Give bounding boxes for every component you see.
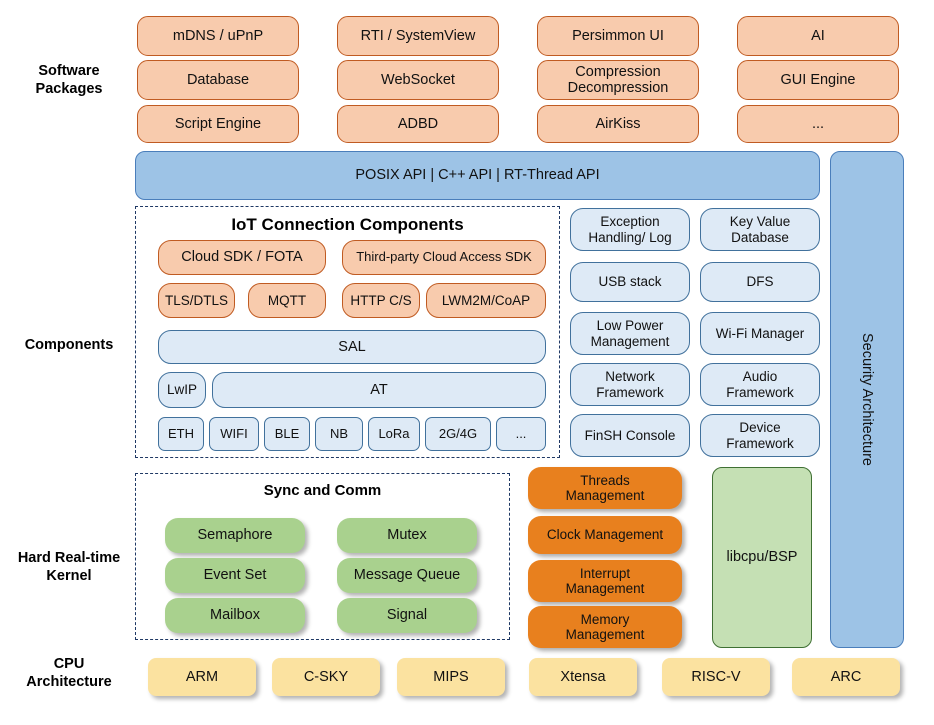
component-wifi-manager[interactable]: Wi-Fi Manager [700,312,820,355]
package-mdns-upnp[interactable]: mDNS / uPnP [137,16,299,56]
api-bar: POSIX API | C++ API | RT-Thread API [135,151,820,200]
iot-lwm2m-coap[interactable]: LWM2M/CoAP [426,283,546,318]
iot-link-eth[interactable]: ETH [158,417,204,451]
kernel-memory-line2: Management [565,627,645,642]
kernel-threads-management[interactable]: Threads Management [528,467,682,509]
cpu-arch-arc[interactable]: ARC [792,658,900,696]
kernel-interrupt-management[interactable]: Interrupt Management [528,560,682,602]
package-rti-systemview[interactable]: RTI / SystemView [337,16,499,56]
sync-and-comm-title: Sync and Comm [263,482,382,499]
iot-link-ble[interactable]: BLE [264,417,310,451]
package-compression-decompression[interactable]: Compression Decompression [537,60,699,100]
package-websocket[interactable]: WebSocket [337,60,499,100]
kernel-interrupt-line2: Management [565,581,645,596]
package-database[interactable]: Database [137,60,299,100]
security-architecture-bar: Security Architecture [830,151,904,648]
iot-tls-dtls[interactable]: TLS/DTLS [158,283,235,318]
component-lowpower-line2: Management [590,333,670,349]
sync-mutex[interactable]: Mutex [337,518,477,553]
component-usb-stack[interactable]: USB stack [570,262,690,302]
iot-link-more[interactable]: ... [496,417,546,451]
row-label-software-packages: Software Packages [8,62,130,98]
component-kvdb-line2: Database [731,229,789,245]
kernel-interrupt-line1: Interrupt [579,565,631,581]
package-compression-line1: Compression [575,63,661,80]
iot-link-lora[interactable]: LoRa [368,417,420,451]
row-label-kernel-line1: Hard Real-time [17,550,121,566]
component-low-power-management[interactable]: Low Power Management [570,312,690,355]
package-airkiss[interactable]: AirKiss [537,105,699,143]
component-device-line2: Framework [726,435,794,451]
row-label-components: Components [8,336,130,354]
component-audio-line2: Framework [726,384,794,400]
kernel-memory-line1: Memory [580,611,630,627]
iot-at[interactable]: AT [212,372,546,408]
iot-mqtt[interactable]: MQTT [248,283,326,318]
row-label-cpu-line2: Architecture [26,674,112,691]
kernel-memory-management[interactable]: Memory Management [528,606,682,648]
package-compression-line2: Decompression [567,80,669,96]
row-label-cpu-line1: CPU [53,656,85,672]
kernel-threads-line2: Management [565,488,645,503]
component-lowpower-line1: Low Power [596,318,664,334]
component-exception-handling-log[interactable]: Exception Handling/ Log [570,208,690,251]
iot-link-wifi[interactable]: WIFI [209,417,259,451]
component-audio-line1: Audio [742,369,778,385]
component-finsh-console[interactable]: FinSH Console [570,414,690,457]
iot-link-nb[interactable]: NB [315,417,363,451]
row-label-kernel-line2: Kernel [46,568,92,585]
security-architecture-label: Security Architecture [859,333,876,466]
row-label-components-text: Components [24,337,114,353]
package-more[interactable]: ... [737,105,899,143]
component-network-framework[interactable]: Network Framework [570,363,690,406]
component-audio-framework[interactable]: Audio Framework [700,363,820,406]
component-key-value-database[interactable]: Key Value Database [700,208,820,251]
kernel-threads-line1: Threads [580,472,630,488]
cpu-arch-c-sky[interactable]: C-SKY [272,658,380,696]
component-kvdb-line1: Key Value [729,214,791,230]
iot-third-party-cloud-access-sdk[interactable]: Third-party Cloud Access SDK [342,240,546,275]
iot-group-title: IoT Connection Components [231,215,464,234]
package-adbd[interactable]: ADBD [337,105,499,143]
component-dfs[interactable]: DFS [700,262,820,302]
sync-event-set[interactable]: Event Set [165,558,305,593]
iot-sal[interactable]: SAL [158,330,546,364]
package-persimmon-ui[interactable]: Persimmon UI [537,16,699,56]
cpu-arch-risc-v[interactable]: RISC-V [662,658,770,696]
row-label-cpu-architecture: CPU Architecture [2,655,136,691]
kernel-clock-management[interactable]: Clock Management [528,516,682,554]
component-exception-line1: Exception [600,214,660,230]
cpu-arch-arm[interactable]: ARM [148,658,256,696]
row-label-software-packages-line2: Packages [35,81,103,98]
row-label-hard-real-time-kernel: Hard Real-time Kernel [2,549,136,585]
package-gui-engine[interactable]: GUI Engine [737,60,899,100]
iot-lwip[interactable]: LwIP [158,372,206,408]
component-device-line1: Device [739,420,781,436]
sync-message-queue[interactable]: Message Queue [337,558,477,593]
component-network-line2: Framework [596,384,664,400]
component-exception-line2: Handling/ Log [588,229,672,245]
sync-signal[interactable]: Signal [337,598,477,633]
package-script-engine[interactable]: Script Engine [137,105,299,143]
component-network-line1: Network [605,369,655,385]
libcpu-bsp-block[interactable]: libcpu/BSP [712,467,812,648]
iot-http-cs[interactable]: HTTP C/S [342,283,420,318]
iot-cloud-sdk-fota[interactable]: Cloud SDK / FOTA [158,240,326,275]
sync-mailbox[interactable]: Mailbox [165,598,305,633]
cpu-arch-mips[interactable]: MIPS [397,658,505,696]
iot-link-2g-4g[interactable]: 2G/4G [425,417,491,451]
cpu-arch-xtensa[interactable]: Xtensa [529,658,637,696]
package-ai[interactable]: AI [737,16,899,56]
sync-semaphore[interactable]: Semaphore [165,518,305,553]
row-label-software-packages-line1: Software [38,63,100,79]
component-device-framework[interactable]: Device Framework [700,414,820,457]
